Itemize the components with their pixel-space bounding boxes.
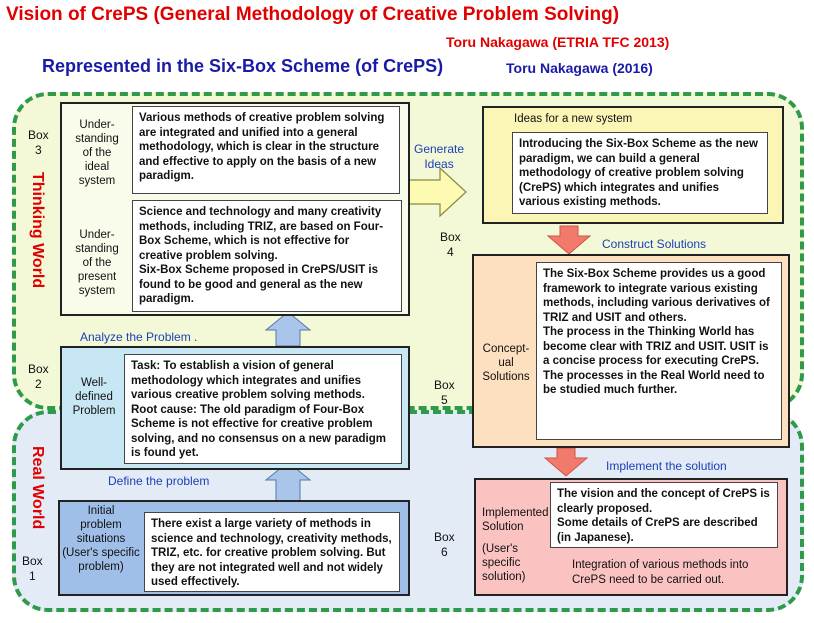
- box2-number: Box 2: [28, 362, 49, 391]
- box6-label: Implemented Solution: [482, 507, 549, 533]
- analyze-problem-arrow: [264, 311, 312, 347]
- box2-text: Task: To establish a vision of general m…: [124, 354, 402, 464]
- box4-title: Ideas for a new system: [514, 113, 633, 125]
- implement-solution-label: Implement the solution: [606, 459, 727, 473]
- box6-note: Integration of various methods into CreP…: [572, 559, 749, 586]
- box3-ideal-label: Under- standing of the ideal system: [75, 119, 119, 187]
- box5-text: The Six-Box Scheme provides us a good fr…: [536, 262, 782, 440]
- box4-number: Box 4: [440, 230, 461, 259]
- box6-text: The vision and the concept of CrePS is c…: [550, 482, 778, 548]
- real-world-label: Real World: [29, 446, 46, 530]
- construct-solutions-label: Construct Solutions: [602, 237, 707, 251]
- box3-present-label: Under- standing of the present system: [75, 229, 119, 297]
- analyze-problem-label: Analyze the Problem .: [80, 330, 198, 344]
- author-credit-2013: Toru Nakagawa (ETRIA TFC 2013): [446, 34, 670, 50]
- box1-label: Initial problem situations (User's speci…: [62, 505, 140, 573]
- box3-present-text: Science and technology and many creativi…: [132, 200, 402, 312]
- page-subtitle: Represented in the Six-Box Scheme (of Cr…: [42, 56, 444, 76]
- box5-number: Box 5: [434, 378, 455, 407]
- box6-number: Box 6: [434, 530, 455, 559]
- box4-text: Introducing the Six-Box Scheme as the ne…: [512, 132, 768, 214]
- define-problem-arrow: [264, 461, 312, 503]
- page-title: Vision of CrePS (General Methodology of …: [6, 4, 620, 25]
- box1-text: There exist a large variety of methods i…: [144, 512, 400, 592]
- construct-solutions-arrow: [546, 225, 592, 255]
- box1-number: Box 1: [22, 554, 43, 583]
- box6-label-user: (User's specific solution): [482, 543, 526, 583]
- author-credit-2016: Toru Nakagawa (2016): [506, 60, 653, 76]
- define-problem-label: Define the problem: [108, 474, 210, 488]
- box3-ideal-text: Various methods of creative problem solv…: [132, 106, 400, 194]
- box2-label: Well- defined Problem: [72, 377, 116, 417]
- box3-number: Box 3: [28, 128, 49, 157]
- generate-ideas-label: Generate Ideas: [414, 142, 465, 171]
- thinking-world-label: Thinking World: [29, 172, 46, 289]
- box5-label: Concept- ual Solutions: [482, 343, 530, 383]
- implement-solution-arrow: [543, 447, 589, 477]
- generate-ideas-arrow: [403, 166, 467, 218]
